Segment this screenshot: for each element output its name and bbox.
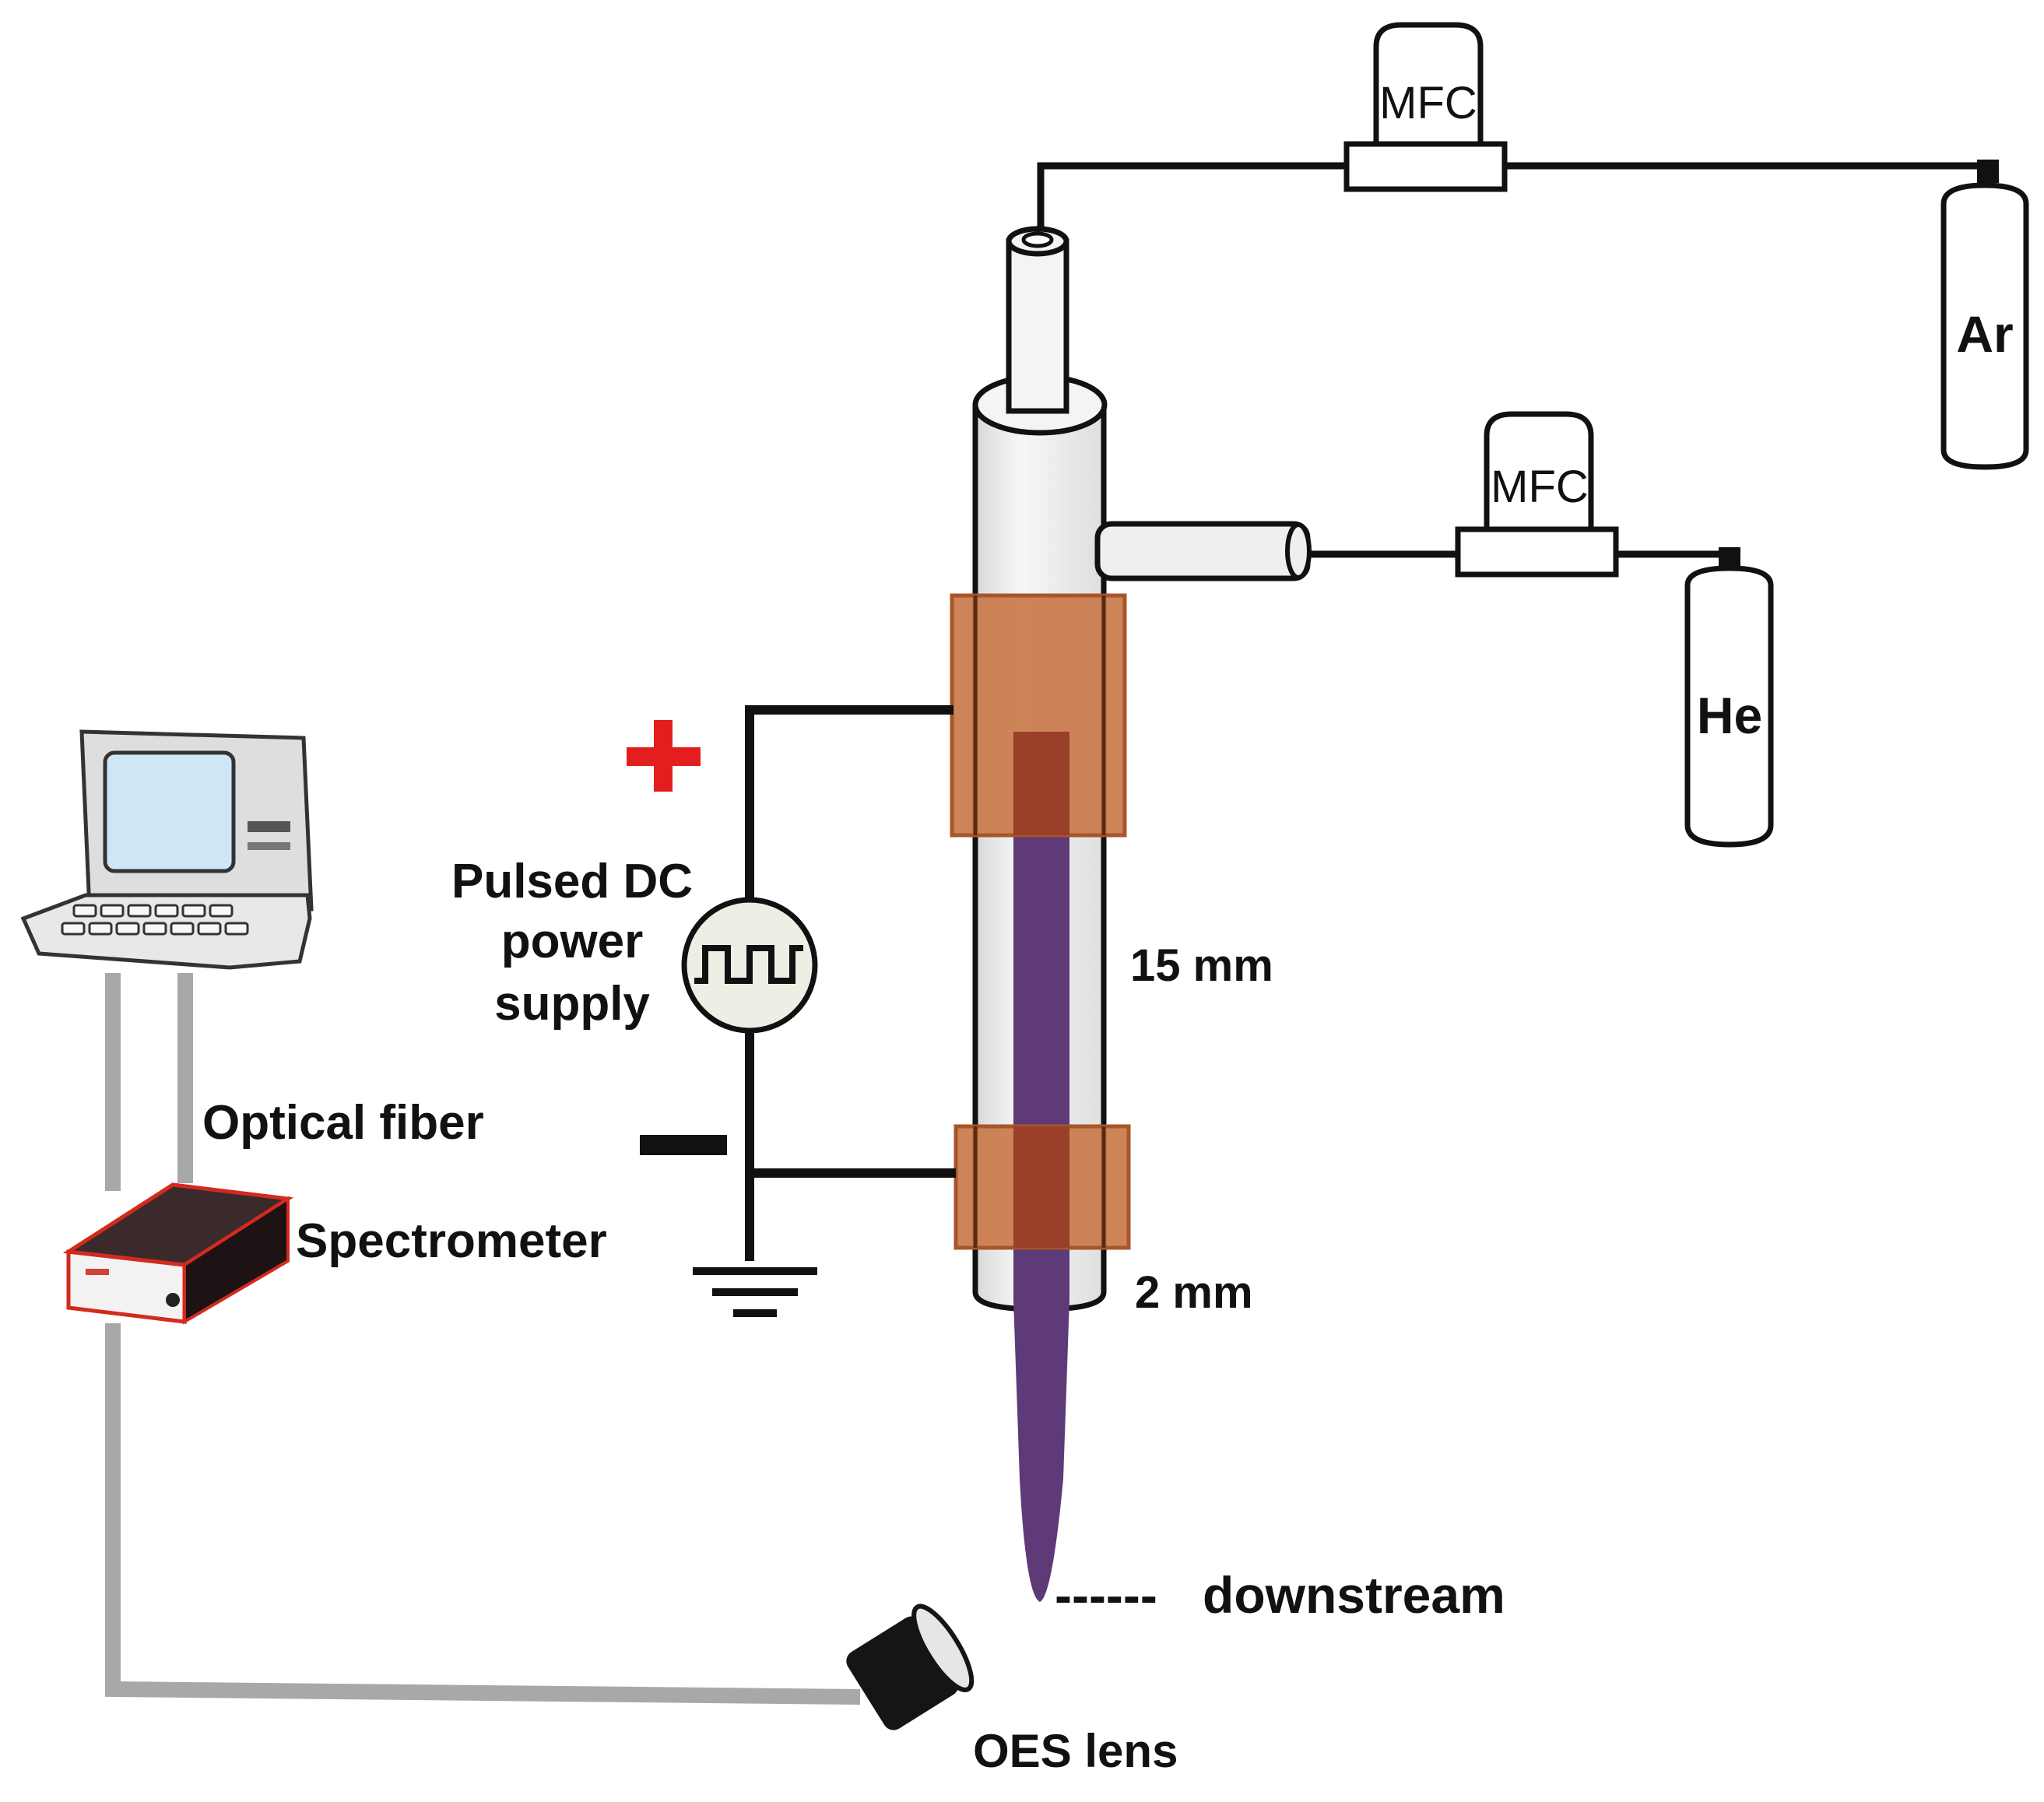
gap-2mm-label: 2 mm	[1135, 1267, 1253, 1318]
spectrometer-label: Spectrometer	[296, 1214, 607, 1268]
power-supply-label-line3: supply	[494, 977, 650, 1031]
mass-flow-controller-argon: MFC	[1343, 22, 1508, 192]
ground-symbol	[693, 1267, 817, 1317]
power-supply-label-line2: power	[501, 915, 644, 968]
gas-cylinder-icon	[1940, 182, 2029, 470]
negative-terminal	[640, 1135, 727, 1155]
positive-terminal	[627, 720, 701, 792]
high-voltage-electrode	[950, 593, 1127, 838]
oes-lens-label: OES lens	[973, 1725, 1178, 1777]
computer-icon	[20, 729, 314, 970]
ground-electrode	[954, 1124, 1131, 1250]
gas-cylinder-icon	[1684, 565, 1774, 848]
argon-gas-line	[1037, 160, 1999, 239]
mfc-icon	[1484, 411, 1594, 535]
gap-15mm-label: 15 mm	[1130, 940, 1273, 991]
argon-cylinder: Ar	[1940, 182, 2029, 470]
mass-flow-controller-helium: MFC	[1455, 411, 1619, 578]
lens-icon	[846, 1604, 975, 1730]
spectrometer-icon	[62, 1182, 294, 1325]
optical-fiber-label: Optical fiber	[202, 1096, 484, 1150]
helium-label: He	[1697, 687, 1762, 744]
circuit-wiring	[745, 705, 956, 1261]
pulsed-dc-power-supply	[681, 897, 818, 1034]
downstream-label: downstream	[1203, 1566, 1505, 1624]
mfc-label-top: MFC	[1379, 78, 1477, 128]
mfc-icon	[1373, 22, 1484, 147]
mfc-label-mid: MFC	[1491, 462, 1589, 512]
optical-fiber	[105, 973, 861, 1705]
power-supply-label-line1: Pulsed DC	[451, 855, 693, 908]
square-wave-icon	[694, 945, 803, 984]
argon-label: Ar	[1956, 305, 2013, 363]
helium-cylinder: He	[1684, 565, 1774, 848]
downstream-marker: ------	[1055, 1566, 1157, 1624]
